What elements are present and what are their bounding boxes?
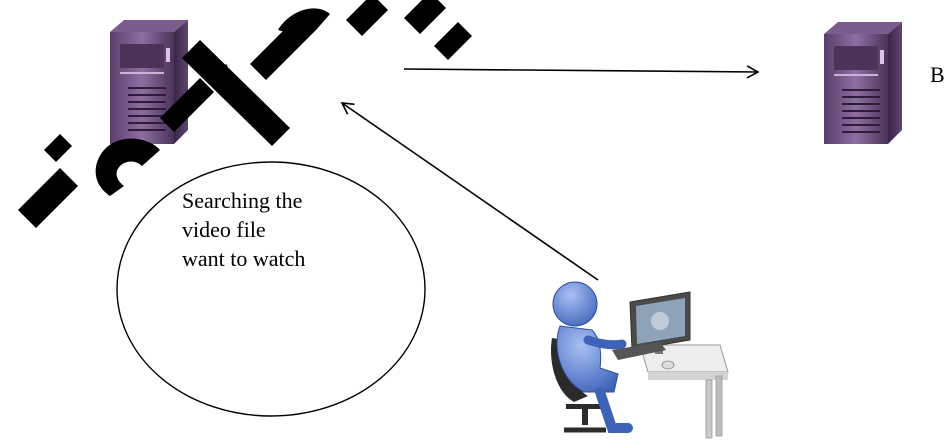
arrow-a-to-b xyxy=(404,69,758,72)
callout-line: want to watch xyxy=(182,246,305,275)
callout-text: Searching the video file want to watch xyxy=(182,188,305,275)
server-a-label: A. xyxy=(218,59,239,85)
server-icon xyxy=(824,22,902,144)
user-at-computer-icon xyxy=(551,282,728,438)
server-b-label: B xyxy=(930,62,945,88)
callout-line: Searching the xyxy=(182,188,305,217)
callout-line: video file xyxy=(182,217,305,246)
arrow-user-to-a xyxy=(342,103,598,280)
